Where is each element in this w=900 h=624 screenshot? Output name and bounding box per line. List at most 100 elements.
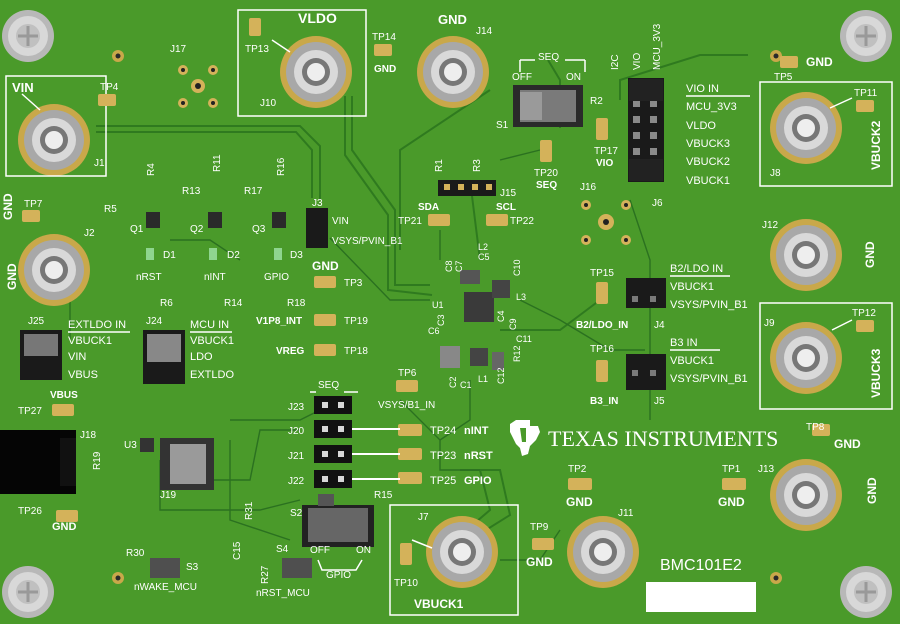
label-scl: SCL bbox=[496, 202, 516, 213]
label-vbuck1: VBUCK1 bbox=[414, 597, 464, 611]
label-j8: J8 bbox=[770, 168, 781, 179]
label-j13: J13 bbox=[758, 464, 775, 475]
label-l2: L2 bbox=[478, 242, 488, 252]
label-b2ldo-in: B2/LDO IN bbox=[670, 263, 723, 275]
vias bbox=[112, 50, 782, 584]
label-b3-in-lbl: B3_IN bbox=[590, 396, 618, 407]
label-off: OFF bbox=[512, 72, 532, 83]
label-gnd-tp14: GND bbox=[374, 64, 396, 75]
label-tp26: TP26 bbox=[18, 506, 42, 517]
j6-option-5: VBUCK1 bbox=[686, 175, 730, 187]
label-j9: J9 bbox=[764, 318, 775, 329]
label-tp12: TP12 bbox=[852, 308, 876, 319]
label-vreg: VREG bbox=[276, 346, 305, 357]
label-j11: J11 bbox=[618, 508, 634, 519]
label-vbuck3: VBUCK3 bbox=[869, 348, 883, 398]
label-r30: R30 bbox=[126, 548, 145, 559]
label-q3: Q3 bbox=[252, 224, 266, 235]
label-vio: VIO bbox=[632, 53, 643, 70]
label-tp21: TP21 bbox=[398, 216, 422, 227]
label-gpio: GPIO bbox=[264, 272, 289, 283]
label-r19: R19 bbox=[92, 451, 103, 470]
label-j3-vsys: VSYS/PVIN_B1 bbox=[332, 236, 403, 247]
label-j5-vbuck1: VBUCK1 bbox=[670, 355, 714, 367]
label-gnd-j13: GND bbox=[865, 477, 879, 504]
label-u3: U3 bbox=[124, 440, 137, 451]
label-d1: D1 bbox=[163, 250, 176, 261]
label-b3in: B3 IN bbox=[670, 337, 698, 349]
label-gnd-j2: GND bbox=[5, 263, 19, 290]
label-vbus: VBUS bbox=[50, 390, 78, 401]
j6-option-4: VBUCK2 bbox=[686, 156, 730, 168]
label-j12: J12 bbox=[762, 220, 779, 231]
label-j23: J23 bbox=[288, 402, 305, 413]
label-j24-vbuck1: VBUCK1 bbox=[190, 335, 234, 347]
label-r15: R15 bbox=[374, 490, 393, 501]
label-r12: R12 bbox=[512, 345, 522, 362]
j6-option-1: MCU_3V3 bbox=[686, 101, 737, 113]
label-nrst: nRST bbox=[136, 272, 162, 283]
label-mcu3v3: MCU_3V3 bbox=[652, 23, 663, 70]
label-gnd-tp5: GND bbox=[806, 55, 833, 69]
label-j6: J6 bbox=[652, 198, 663, 209]
label-j4: J4 bbox=[654, 320, 665, 331]
label-seq-tp20: SEQ bbox=[536, 180, 557, 191]
label-vbuck2: VBUCK2 bbox=[869, 120, 883, 170]
label-gnd-tp26: GND bbox=[52, 521, 77, 533]
label-c9: C9 bbox=[508, 318, 518, 330]
label-nwake-mcu: nWAKE_MCU bbox=[134, 582, 197, 593]
label-j20: J20 bbox=[288, 426, 305, 437]
test-points bbox=[22, 18, 874, 565]
label-j25: J25 bbox=[28, 316, 45, 327]
label-tp19: TP19 bbox=[344, 316, 368, 327]
label-nint: nINT bbox=[204, 272, 226, 283]
j6-option-0: VIO IN bbox=[686, 83, 719, 95]
label-tp13: TP13 bbox=[245, 44, 269, 55]
label-tp10: TP10 bbox=[394, 578, 418, 589]
label-j3: J3 bbox=[312, 198, 323, 209]
label-off2: OFF bbox=[310, 545, 330, 556]
label-sda: SDA bbox=[418, 202, 439, 213]
label-s4: S4 bbox=[276, 544, 289, 555]
label-tp20: TP20 bbox=[534, 168, 558, 179]
label-on: ON bbox=[566, 72, 581, 83]
label-d2: D2 bbox=[227, 250, 240, 261]
j6-option-3: VBUCK3 bbox=[686, 138, 730, 150]
mounting-holes bbox=[2, 10, 892, 618]
label-nrst2: nRST bbox=[464, 450, 493, 462]
jack-j1 bbox=[18, 104, 90, 176]
label-tp6: TP6 bbox=[398, 368, 417, 379]
label-r6: R6 bbox=[160, 298, 173, 309]
jack-j7 bbox=[426, 516, 498, 588]
label-board-name: BMC101E2 bbox=[660, 557, 742, 574]
label-gpio2: GPIO bbox=[464, 475, 492, 487]
label-mcu-in: MCU IN bbox=[190, 319, 229, 331]
label-r16: R16 bbox=[276, 157, 287, 176]
jack-j9 bbox=[770, 322, 842, 394]
via-cluster-j17 bbox=[178, 65, 218, 108]
banana-jacks bbox=[18, 36, 842, 588]
label-c3: C3 bbox=[436, 314, 446, 326]
silkscreen-boxes bbox=[5, 9, 893, 616]
label-j22: J22 bbox=[288, 476, 305, 487]
label-l1: L1 bbox=[478, 374, 488, 384]
jack-j11 bbox=[567, 516, 639, 588]
label-brand: TEXAS INSTRUMENTS bbox=[548, 426, 778, 451]
label-c2: C2 bbox=[448, 376, 458, 388]
label-tp24: TP24 bbox=[430, 425, 456, 437]
label-r14: R14 bbox=[224, 298, 243, 309]
label-r18: R18 bbox=[287, 298, 306, 309]
jack-j2 bbox=[18, 234, 90, 306]
label-j17: J17 bbox=[170, 44, 187, 55]
label-tp15: TP15 bbox=[590, 268, 614, 279]
label-r5: R5 bbox=[104, 204, 117, 215]
label-j3-vin: VIN bbox=[332, 216, 349, 227]
jack-j8 bbox=[770, 92, 842, 164]
label-vldo: VLDO bbox=[298, 10, 337, 26]
label-q2: Q2 bbox=[190, 224, 204, 235]
label-r11: R11 bbox=[212, 154, 223, 172]
label-c10: C10 bbox=[512, 259, 522, 276]
label-gnd-tp7: GND bbox=[1, 193, 15, 220]
label-seq-top: SEQ bbox=[538, 52, 559, 63]
